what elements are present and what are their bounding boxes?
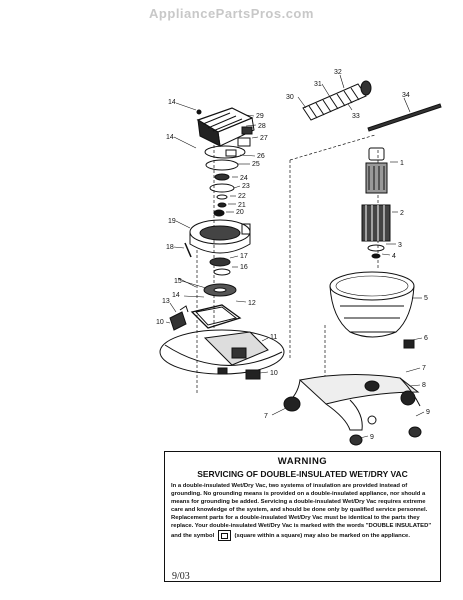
warning-title: WARNING bbox=[277, 456, 328, 467]
callout-14: 14 bbox=[172, 292, 180, 299]
tank-part bbox=[329, 271, 415, 349]
warning-body-text-end: (square within a square) may also be mar… bbox=[234, 533, 410, 540]
callout-30: 30 bbox=[286, 94, 294, 101]
callout-12: 12 bbox=[248, 300, 256, 307]
hose-part bbox=[302, 80, 372, 121]
callout-5: 5 bbox=[424, 295, 428, 302]
warning-subtitle: SERVICING OF DOUBLE-INSULATED WET/DRY VA… bbox=[197, 469, 408, 479]
impeller-parts bbox=[184, 242, 237, 297]
callout-32: 32 bbox=[334, 69, 342, 76]
callout-9: 9 bbox=[426, 409, 430, 416]
callout-27: 27 bbox=[260, 135, 268, 142]
callout-7: 7 bbox=[422, 365, 426, 372]
callout-34: 34 bbox=[402, 92, 410, 99]
switch-parts bbox=[225, 126, 253, 157]
callout-18: 18 bbox=[166, 244, 174, 251]
callout-2: 2 bbox=[400, 210, 404, 217]
callout-8: 8 bbox=[422, 382, 426, 389]
callout-10: 10 bbox=[156, 319, 164, 326]
callout-24: 24 bbox=[240, 175, 248, 182]
callout-10: 10 bbox=[270, 370, 278, 377]
callout-26: 26 bbox=[257, 153, 265, 160]
caster-base-part bbox=[283, 373, 422, 446]
callout-22: 22 bbox=[238, 193, 246, 200]
callout-29: 29 bbox=[256, 113, 264, 120]
callout-23: 23 bbox=[242, 183, 250, 190]
double-insulated-symbol-icon bbox=[217, 530, 231, 541]
motor-housing-part bbox=[189, 219, 251, 254]
callout-9: 9 bbox=[370, 434, 374, 441]
callout-21: 21 bbox=[238, 202, 246, 209]
callout-numbers: 14 14 14 29 28 27 26 25 24 23 22 21 20 1… bbox=[156, 69, 430, 441]
callout-19: 19 bbox=[168, 218, 176, 225]
leader-lines bbox=[165, 74, 425, 439]
extension-wand-part bbox=[367, 103, 442, 132]
gasket-part bbox=[190, 304, 242, 329]
warning-body-text: In a double-insulated Wet/Dry Vac, two s… bbox=[171, 483, 432, 540]
warning-box: WARNING SERVICING OF DOUBLE-INSULATED WE… bbox=[164, 451, 441, 582]
callout-33: 33 bbox=[352, 113, 360, 120]
watermark: AppliancePartsPros.com bbox=[149, 6, 314, 21]
callout-15: 15 bbox=[174, 278, 182, 285]
callout-13: 13 bbox=[162, 298, 170, 305]
callout-4: 4 bbox=[392, 253, 396, 260]
callout-6: 6 bbox=[424, 335, 428, 342]
callout-28: 28 bbox=[258, 123, 266, 130]
callout-14: 14 bbox=[168, 99, 176, 106]
callout-17: 17 bbox=[240, 253, 248, 260]
lid-part bbox=[159, 329, 285, 375]
filter-parts bbox=[361, 147, 391, 259]
callout-16: 16 bbox=[240, 264, 248, 271]
callout-1: 1 bbox=[400, 160, 404, 167]
callout-31: 31 bbox=[314, 81, 322, 88]
page-number: 9/03 bbox=[172, 571, 190, 582]
callout-7: 7 bbox=[264, 413, 268, 420]
callout-3: 3 bbox=[398, 242, 402, 249]
latch-parts bbox=[169, 305, 261, 380]
callout-11: 11 bbox=[270, 334, 277, 341]
motor-cover-part bbox=[196, 107, 255, 147]
warning-body: In a double-insulated Wet/Dry Vac, two s… bbox=[171, 482, 434, 541]
callout-25: 25 bbox=[252, 161, 260, 168]
callout-20: 20 bbox=[236, 209, 244, 216]
callout-14: 14 bbox=[166, 134, 174, 141]
